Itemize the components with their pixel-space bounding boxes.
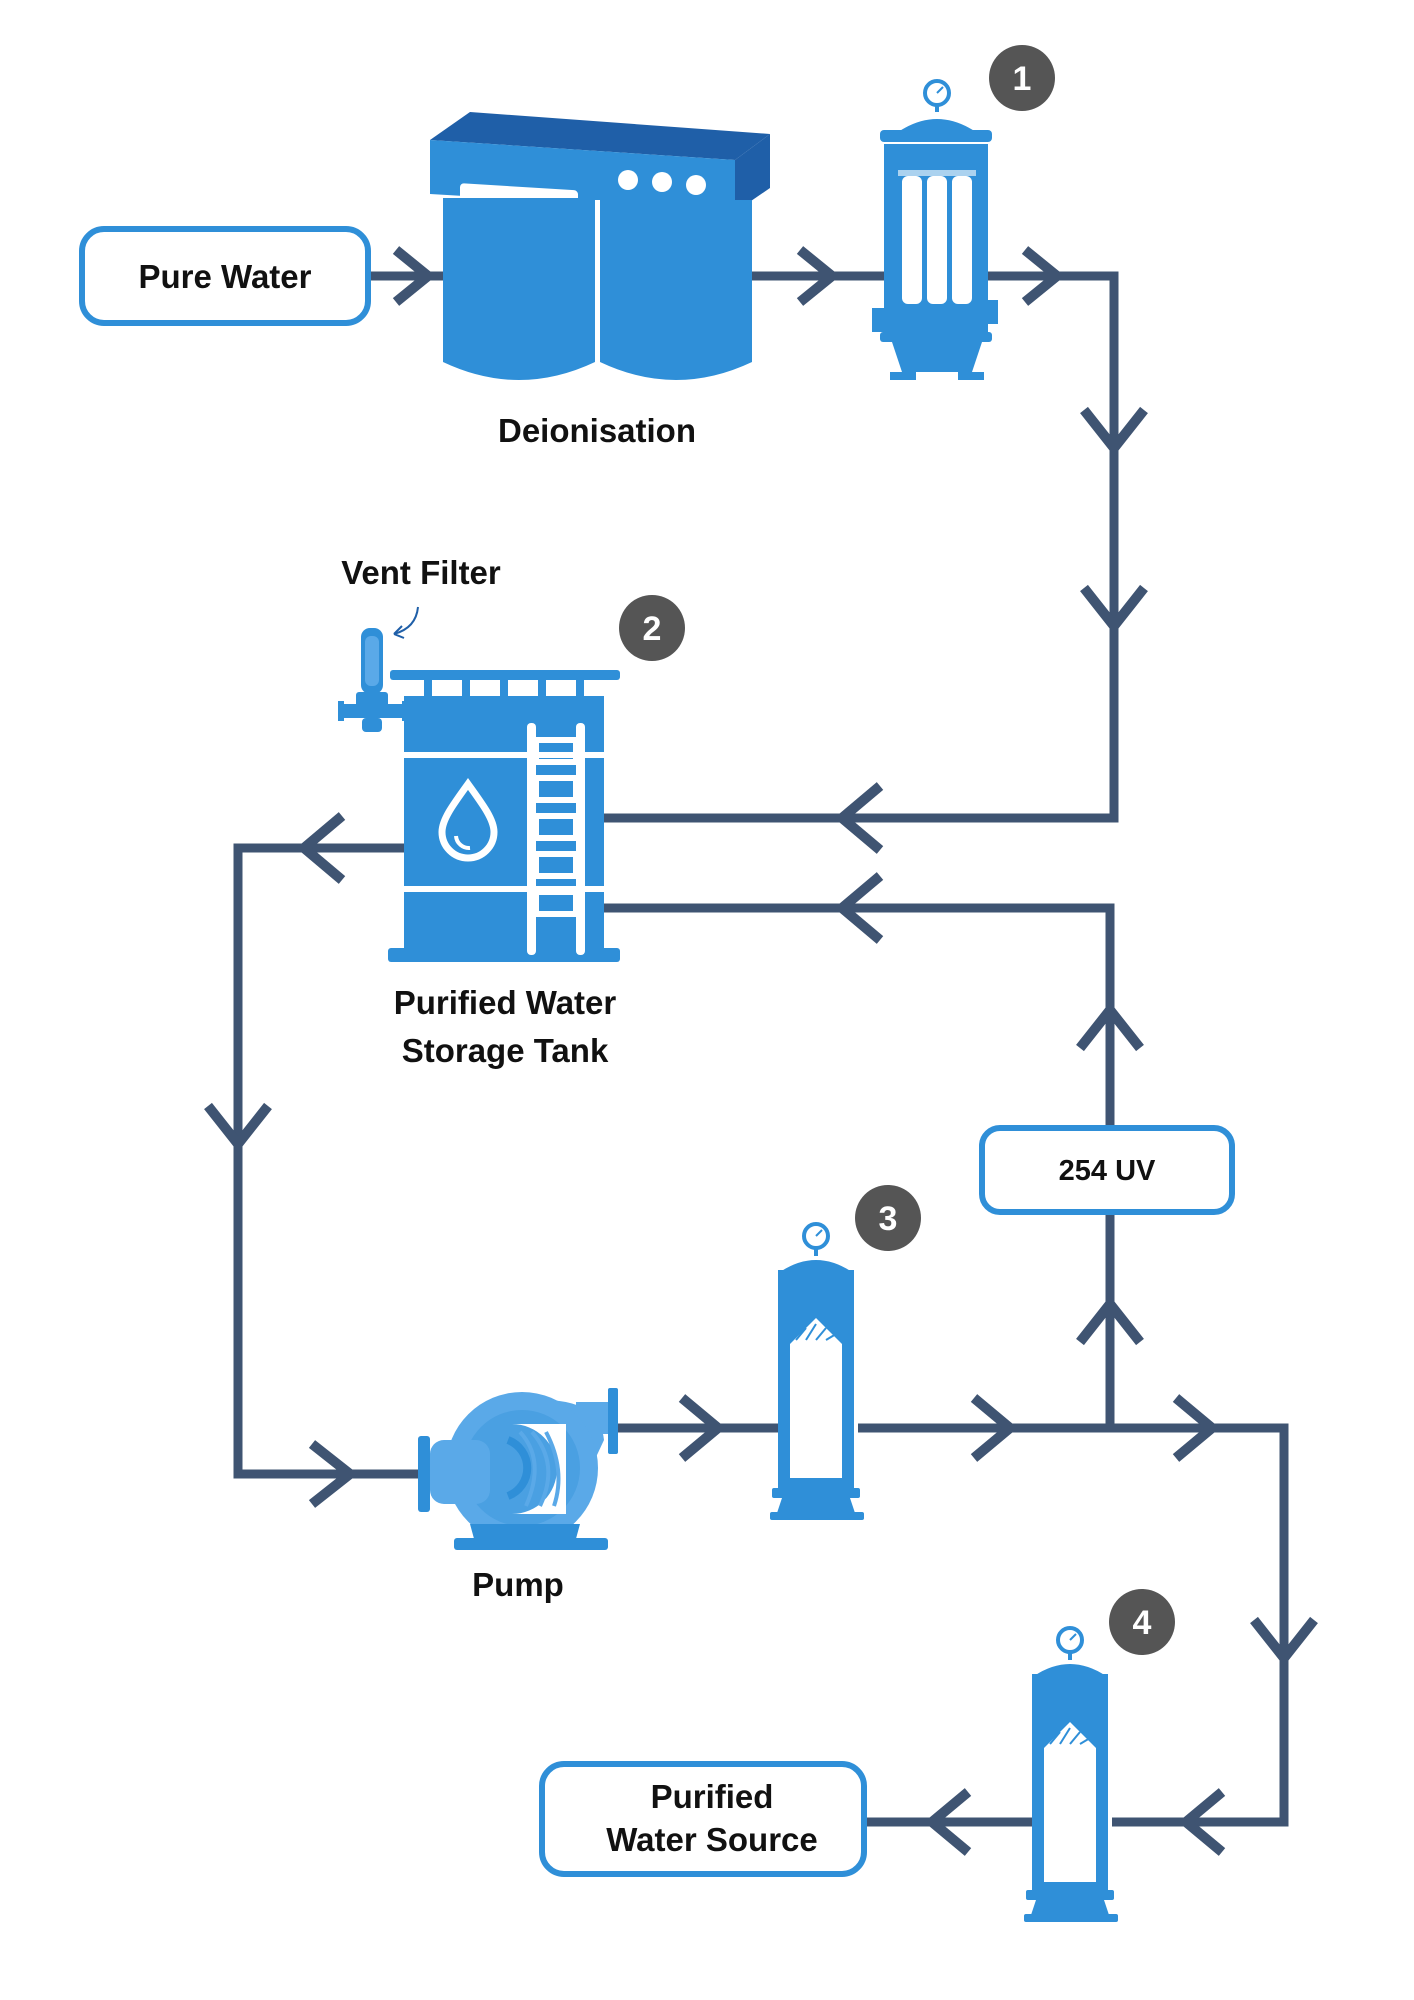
pure-water-box: Pure Water [79, 226, 371, 326]
pressure-gauge-icon [1056, 1626, 1084, 1660]
arrow-down-1 [1080, 406, 1148, 457]
step-badge-2: 2 [619, 595, 685, 661]
badge-number: 2 [643, 610, 662, 648]
deionisation-label: Deionisation [498, 412, 696, 449]
arrow-up-1 [1076, 1295, 1144, 1346]
step-badge-1: 1 [989, 45, 1055, 111]
arrow-right-4 [308, 1440, 359, 1508]
purified-source-line1: Purified [651, 1778, 774, 1815]
arrow-right-3 [1021, 246, 1065, 306]
badge-number: 4 [1133, 1604, 1152, 1642]
flow-arrows [204, 246, 1318, 1856]
flow-line-filter3-to-junction [858, 1423, 1289, 1827]
arrow-down-2 [1080, 584, 1148, 635]
flow-line-tank-to-pump [233, 843, 418, 1479]
vent-filter-icon [338, 628, 408, 732]
tank-label-line2: Storage Tank [402, 1032, 609, 1069]
arrow-right-5 [678, 1394, 726, 1462]
pure-water-label: Pure Water [139, 258, 312, 295]
arrow-left-1 [834, 782, 884, 854]
purified-source-line2: Water Source [606, 1821, 818, 1858]
arrow-right-6 [970, 1394, 1018, 1462]
badge-number: 1 [1013, 60, 1032, 98]
arrow-right-7 [1172, 1394, 1220, 1462]
arrow-down-4 [1250, 1616, 1318, 1667]
pressure-gauge-icon [923, 79, 951, 112]
arrow-up-2 [1076, 1001, 1144, 1052]
arrow-left-2 [834, 872, 884, 944]
uv-box: 254 UV [979, 1125, 1235, 1215]
step-badge-3: 3 [855, 1185, 921, 1251]
arrow-left-3 [296, 812, 346, 884]
vent-filter-pointer [393, 606, 419, 635]
vent-filter-label: Vent Filter [341, 554, 501, 591]
filter-housing-icon [1024, 1626, 1118, 1922]
step-badge-4: 4 [1109, 1589, 1175, 1655]
arrow-right-2 [796, 246, 840, 306]
cartridge-filter-icon [872, 79, 998, 380]
arrow-left-5 [924, 1788, 972, 1856]
filter-housing-icon [770, 1222, 864, 1520]
flow-lines [233, 271, 1289, 1827]
tank-label-line1: Purified Water [394, 984, 617, 1021]
purified-water-source-box: Purified Water Source [539, 1761, 867, 1877]
uv-label: 254 UV [1059, 1155, 1156, 1187]
deionisation-unit-icon [430, 112, 770, 385]
centrifugal-pump-icon [418, 1388, 618, 1550]
badge-number: 3 [879, 1200, 898, 1238]
arrow-right-1 [392, 246, 436, 306]
pump-label: Pump [472, 1566, 564, 1603]
arrow-down-3 [204, 1102, 272, 1153]
flow-line-uv-to-tank [604, 903, 1115, 1130]
arrow-left-4 [1178, 1788, 1226, 1856]
pressure-gauge-icon [802, 1222, 830, 1256]
storage-tank-icon [388, 670, 620, 962]
